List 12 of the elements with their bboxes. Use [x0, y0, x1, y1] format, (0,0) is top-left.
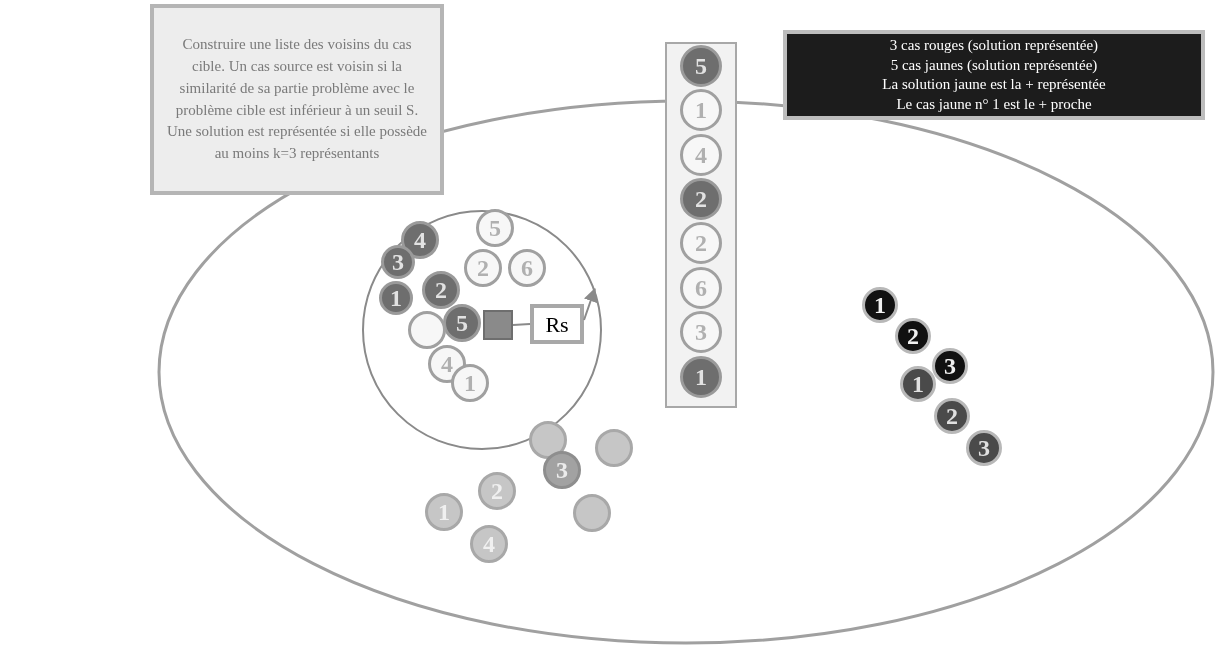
target-case-square [483, 310, 513, 340]
callout-text: Le cas jaune n° 1 est le + proche [896, 94, 1092, 114]
callout-text: La solution jaune est la + représentée [882, 75, 1106, 94]
callout-box [150, 4, 444, 195]
callout-text: 5 cas jaunes (solution représentée) [890, 55, 1098, 75]
callout-box [783, 30, 1205, 120]
callout-text: Construire une liste des voisins du cas cible. Un cas source est voisin si la similarité de sa partie problème avec le problème cible est inférieur à un seuil S. Une solution est représentée si elle possède au moins k=3 représentants [166, 35, 428, 163]
connector [512, 323, 531, 326]
connector [583, 287, 598, 321]
case-list-box [665, 42, 737, 408]
label-box: Rs [530, 304, 584, 344]
callout-text: 3 cas rouges (solution représentée) [889, 36, 1099, 55]
